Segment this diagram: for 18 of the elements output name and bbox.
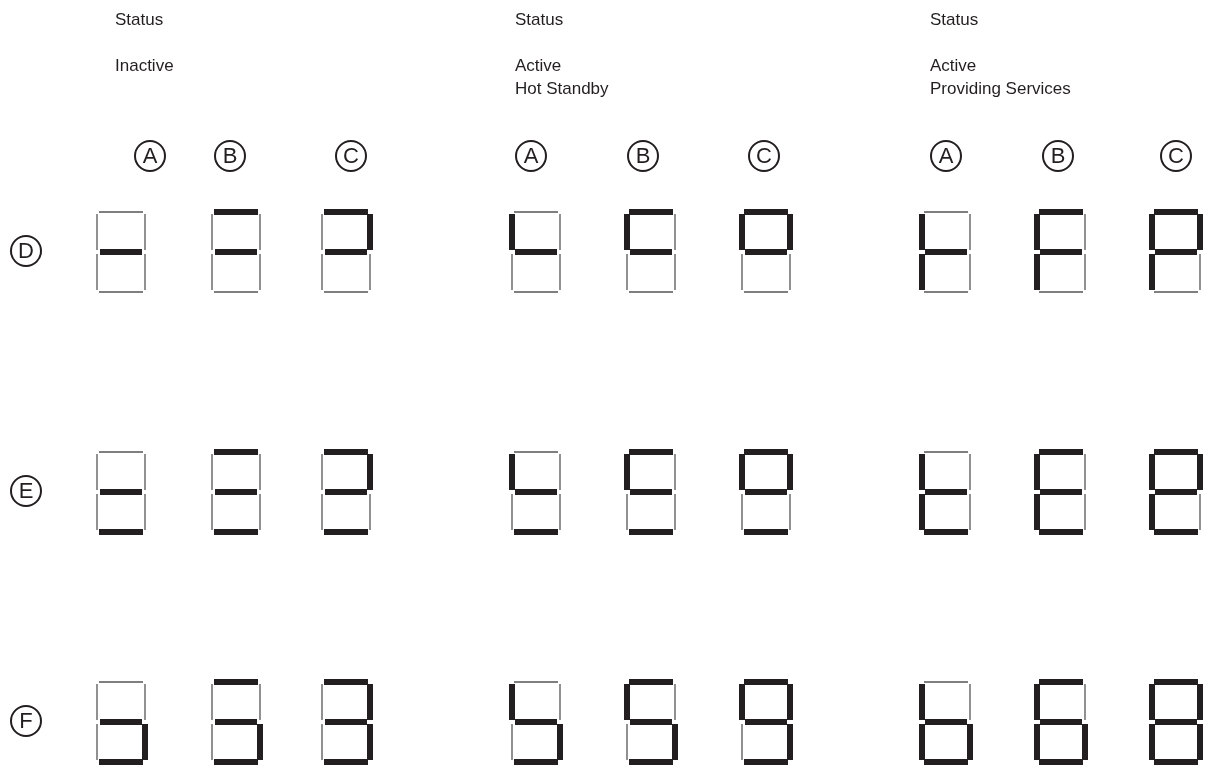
circled-letter: A (930, 140, 962, 172)
circled-letter: C (748, 140, 780, 172)
circled-letter: D (10, 235, 42, 267)
circled-letter: A (515, 140, 547, 172)
status-heading: Status (515, 9, 564, 31)
status-text: Inactive (115, 55, 174, 77)
circled-letter: F (10, 705, 42, 737)
circled-letter: C (1160, 140, 1192, 172)
circled-letter: B (627, 140, 659, 172)
status-heading: Status (115, 9, 164, 31)
circled-letter: B (1042, 140, 1074, 172)
status-text: Active Hot Standby (515, 55, 609, 100)
circled-letter: E (10, 475, 42, 507)
status-text: Active Providing Services (930, 55, 1071, 100)
circled-letter: C (335, 140, 367, 172)
status-heading: Status (930, 9, 979, 31)
circled-letter: B (214, 140, 246, 172)
circled-letter: A (134, 140, 166, 172)
